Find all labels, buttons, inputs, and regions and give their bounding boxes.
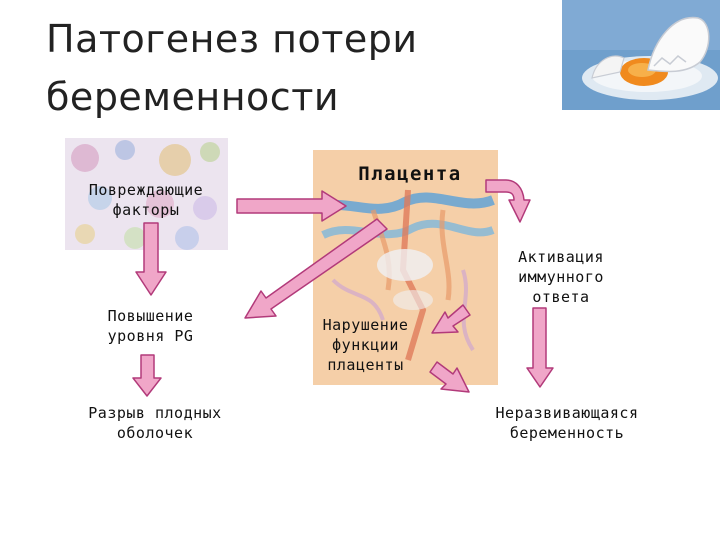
title-line-2: беременности <box>46 75 340 119</box>
title-line-1: Патогенез потери <box>46 17 418 61</box>
broken-egg-image <box>562 0 720 110</box>
node-membrane-rupture: Разрыв плодных оболочек <box>88 404 222 442</box>
arrow-factors-to-placenta <box>236 190 347 222</box>
node-placenta: Плацента <box>358 163 462 185</box>
node-nonviable-pregnancy: Неразвивающаяся беременность <box>495 404 639 442</box>
node-placental-dysfunction: Нарушение функции плаценты <box>322 316 409 374</box>
arrow-placenta-to-pg <box>244 218 388 319</box>
arrow-pg-to-rupture <box>132 354 162 397</box>
arrow-immune-to-dysfunction <box>431 304 471 334</box>
node-damaging-factors: Повреждающие факторы <box>88 181 204 219</box>
arrow-factors-to-pg <box>135 222 167 296</box>
arrow-placenta-to-immune <box>485 179 531 223</box>
arrow-immune-to-nonviable <box>526 307 554 388</box>
slide-title: Патогенез потери беременности <box>46 10 546 126</box>
node-pg-increase: Повышение уровня PG <box>107 307 194 345</box>
placenta-illustration <box>313 150 498 385</box>
node-immune-activation: Активация иммунного ответа <box>518 248 604 306</box>
arrow-dysfunction-to-nonviable <box>429 361 470 393</box>
